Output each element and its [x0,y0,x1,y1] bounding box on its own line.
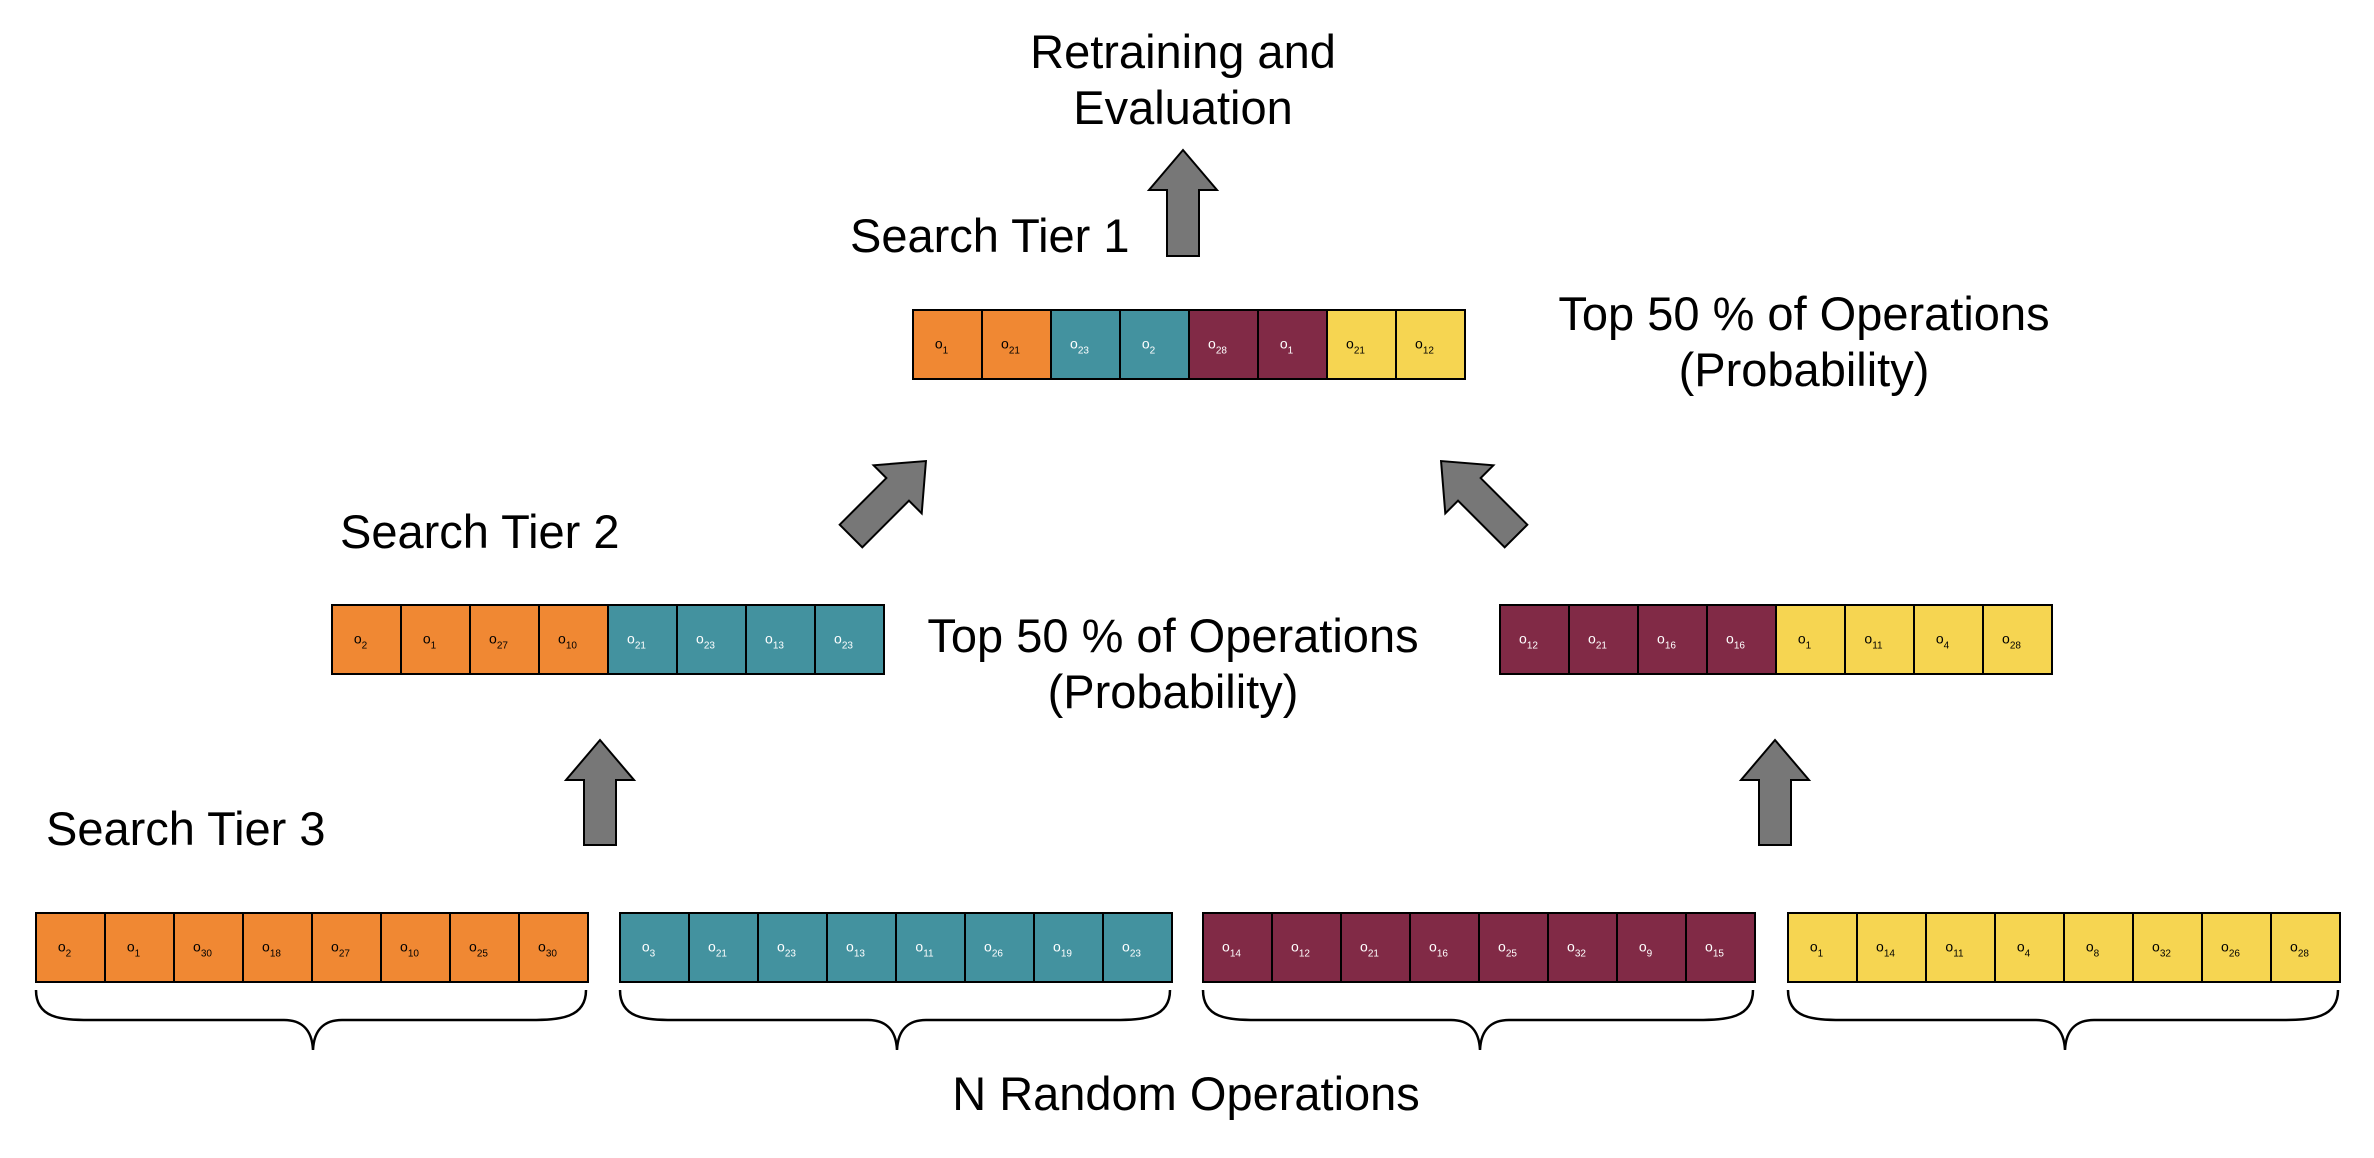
operation-cell [1257,309,1328,380]
top50-right-label-line2: (Probability) [1679,343,1930,396]
operation-cell [469,604,540,675]
search-tier-3-label: Search Tier 3 [46,802,326,855]
retraining-label-line2: Evaluation [1073,81,1293,134]
operation-cell [518,912,589,983]
operation-cell [1775,604,1846,675]
operation-cell [1119,309,1190,380]
operation-cell [607,604,678,675]
brace-teal-group [618,989,1172,1051]
operation-cell [1271,912,1342,983]
operation-cell [1787,912,1858,983]
operation-cell [104,912,175,983]
operation-cell [1913,604,1984,675]
operation-cell [676,604,747,675]
operation-cell [1844,604,1915,675]
operation-cell [745,604,816,675]
operation-cell [619,912,690,983]
operation-cell [688,912,759,983]
search-tier-1-label: Search Tier 1 [850,209,1130,262]
operation-cell [1102,912,1173,983]
arrow-up-tier3-left-icon [563,738,637,846]
operation-cell [895,912,966,983]
operation-cell [1499,604,1570,675]
operation-cell [1568,604,1639,675]
operation-cell [1478,912,1549,983]
operation-cell [912,309,983,380]
brace-orange-group [34,989,588,1051]
operation-cell [1925,912,1996,983]
operation-cell [2270,912,2341,983]
operation-cell [757,912,828,983]
operation-cell [2132,912,2203,983]
arrow-up-retraining-icon [1146,148,1220,257]
operation-cell [380,912,451,983]
operation-cell [1637,604,1708,675]
search-tier-2-label: Search Tier 2 [340,505,620,558]
operation-cell [35,912,106,983]
operation-cell [981,309,1052,380]
operation-cell [1685,912,1756,983]
operation-cell [1409,912,1480,983]
operation-cell [814,604,885,675]
operation-cell [1982,604,2053,675]
operation-cell [1994,912,2065,983]
operation-cell [1616,912,1687,983]
top50-mid-label-line1: Top 50 % of Operations [927,609,1418,662]
operation-cell [2201,912,2272,983]
top50-right-label-line1: Top 50 % of Operations [1558,287,2049,340]
operation-cell [331,604,402,675]
operation-cell [1547,912,1618,983]
operation-cell [242,912,313,983]
operation-cell [1050,309,1121,380]
brace-yellow-group [1786,989,2340,1051]
operation-cell [1326,309,1397,380]
operation-cell [449,912,520,983]
operation-cell [1856,912,1927,983]
operation-cell [1340,912,1411,983]
operation-cell [2063,912,2134,983]
operation-cell [173,912,244,983]
retraining-label-line1: Retraining and [1030,25,1336,78]
operation-cell [311,912,382,983]
operation-cell [1395,309,1466,380]
brace-maroon-group [1201,989,1755,1051]
arrow-up-tier3-right-icon [1738,738,1812,846]
arrow-diagonal-left-icon [838,459,928,549]
operation-cell [1706,604,1777,675]
operation-cell [1188,309,1259,380]
operation-cell [964,912,1035,983]
arrow-diagonal-right-icon [1439,459,1529,549]
n-random-operations-label: N Random Operations [952,1067,1420,1120]
operation-cell [1033,912,1104,983]
operation-cell [826,912,897,983]
operation-cell [538,604,609,675]
operation-cell [400,604,471,675]
operation-cell [1202,912,1273,983]
top50-mid-label-line2: (Probability) [1048,665,1299,718]
